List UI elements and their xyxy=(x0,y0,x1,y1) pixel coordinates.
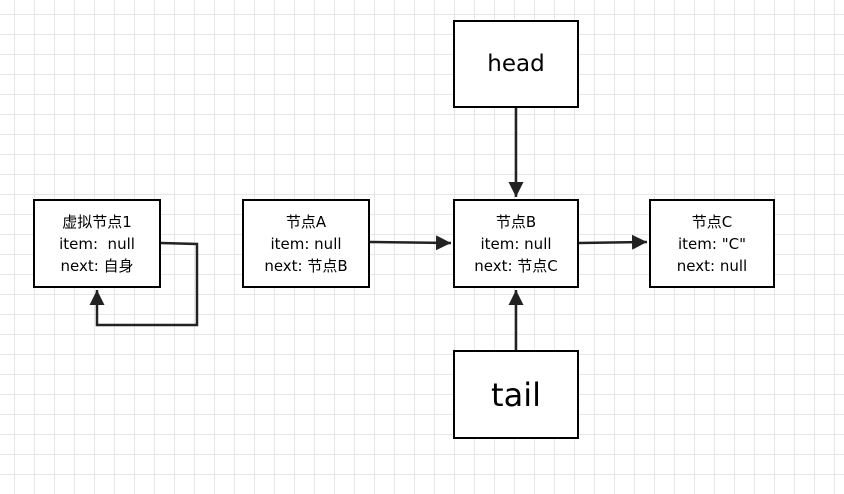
edge-dummy-self-loop xyxy=(89,241,199,327)
tail-label: tail xyxy=(491,375,541,414)
node-a-title: 节点A xyxy=(285,212,327,231)
node-c-title: 节点C xyxy=(691,212,733,231)
node-c-next: next: null xyxy=(676,256,748,275)
dummy-node-box: 虚拟节点1 item: null next: 自身 xyxy=(33,199,161,288)
node-a-next: next: 节点B xyxy=(264,256,348,275)
tail-pointer-box: tail xyxy=(453,350,579,439)
node-b-box: 节点B item: null next: 节点C xyxy=(453,199,579,288)
dummy-node-item: item: null xyxy=(59,234,135,253)
node-b-item: item: null xyxy=(480,234,552,253)
node-a-item: item: null xyxy=(270,234,342,253)
head-pointer-box: head xyxy=(453,20,579,108)
node-b-next: next: 节点C xyxy=(474,256,558,275)
node-b-title: 节点B xyxy=(495,212,537,231)
dummy-node-next: next: 自身 xyxy=(60,256,134,275)
node-a-box: 节点A item: null next: 节点B xyxy=(242,199,370,288)
edge-node-b-to-node-c xyxy=(578,234,648,250)
node-c-box: 节点C item: "C" next: null xyxy=(649,199,775,288)
edge-node-a-to-node-b xyxy=(369,235,452,251)
head-label: head xyxy=(487,51,545,77)
dummy-node-title: 虚拟节点1 xyxy=(62,212,132,231)
node-c-item: item: "C" xyxy=(678,234,746,253)
